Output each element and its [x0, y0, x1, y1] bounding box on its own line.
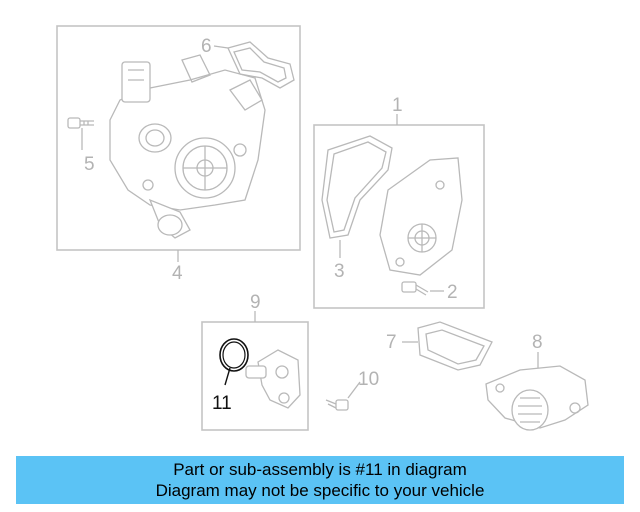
callout-6: 6	[201, 36, 212, 57]
callout-5: 5	[84, 154, 95, 175]
gasket-3-drawing	[321, 135, 393, 239]
callout-9: 9	[250, 292, 261, 313]
thermostat-9-drawing	[245, 349, 301, 409]
thermostat-housing-8-drawing	[485, 365, 589, 431]
bolt-5-drawing	[67, 117, 94, 129]
callout-10: 10	[358, 369, 380, 390]
group-box-1	[313, 124, 485, 309]
callout-1: 1	[392, 95, 403, 116]
callout-3: 3	[334, 261, 345, 282]
bolt-10-drawing	[325, 399, 349, 411]
callout-7: 7	[386, 332, 397, 353]
banner-line-1: Part or sub-assembly is #11 in diagram	[173, 460, 467, 479]
gasket-7-drawing	[417, 321, 493, 371]
info-banner: Part or sub-assembly is #11 in diagram D…	[16, 456, 624, 504]
pump-housing-1-drawing	[379, 157, 463, 276]
water-pump-assembly-drawing	[109, 54, 266, 239]
callout-4: 4	[172, 263, 183, 284]
o-ring-11-drawing	[219, 338, 249, 372]
callout-2: 2	[447, 282, 458, 303]
callout-11: 11	[212, 393, 232, 414]
callout-8: 8	[532, 332, 543, 353]
gasket-6-drawing	[227, 41, 295, 89]
bolt-2-drawing	[401, 281, 429, 296]
banner-line-2: Diagram may not be specific to your vehi…	[155, 481, 485, 500]
